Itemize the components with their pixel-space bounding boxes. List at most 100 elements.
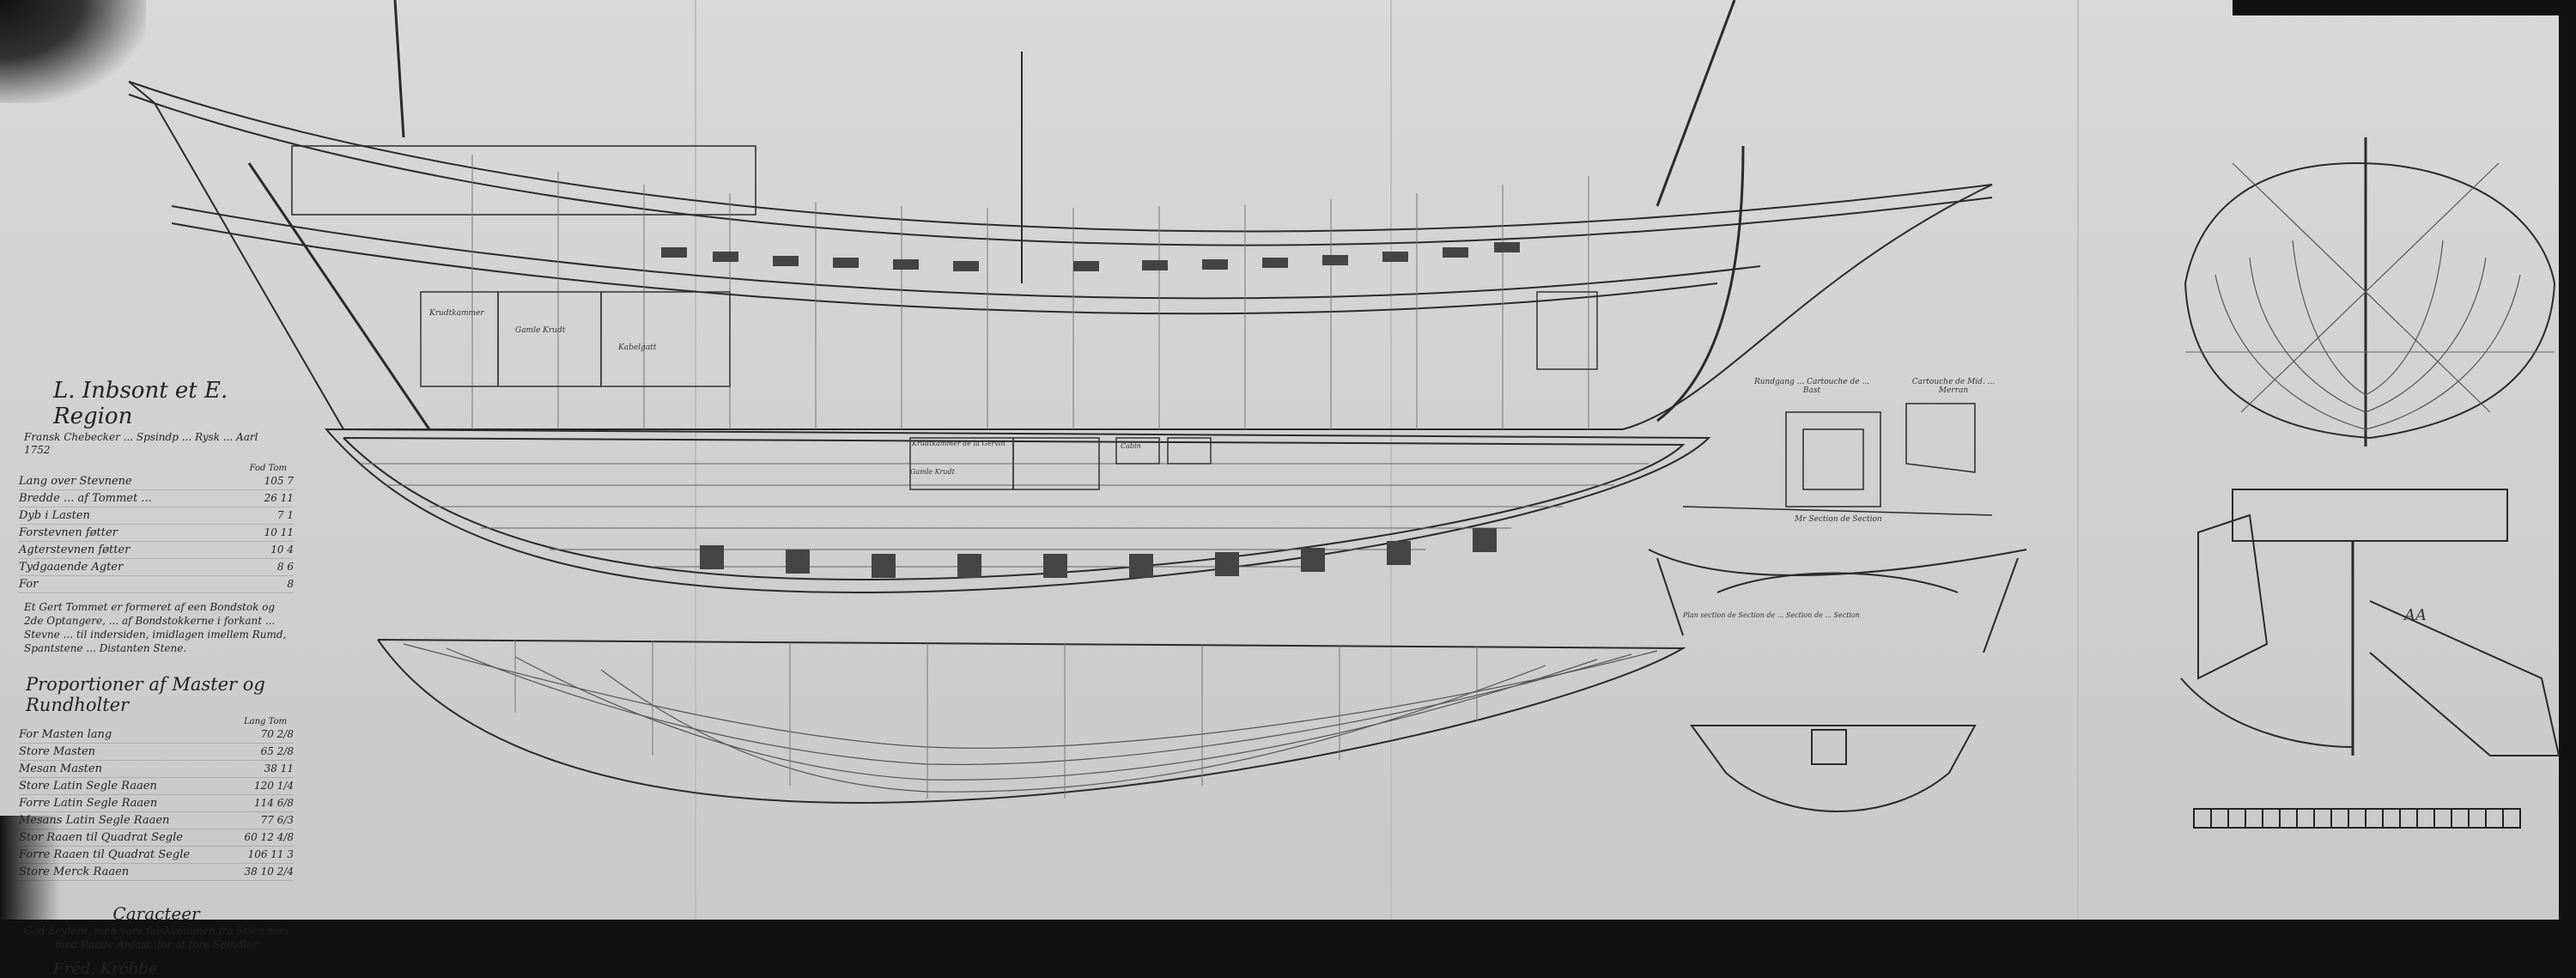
dimension-label: Forstevnen føtter	[19, 526, 118, 539]
mast-row: Forre Latin Segle Raaen 114 6/8	[19, 795, 294, 812]
mast-row: Mesan Masten 38 11	[19, 761, 294, 778]
dimension-label: Bredde ... af Tommet ...	[19, 492, 152, 505]
mast-row: Store Latin Segle Raaen 120 1/4	[19, 778, 294, 795]
quarterdeck-rail	[291, 145, 756, 216]
profile-gunports	[661, 242, 1520, 271]
mast-label: Forre Latin Segle Raaen	[19, 797, 158, 810]
deck-plan-view	[324, 428, 1711, 594]
hold-label-powder: Krudtkammer	[429, 309, 484, 318]
stern-view	[2180, 489, 2561, 756]
mast-value: 77 6/3	[260, 814, 294, 826]
dimension-value: 26 11	[264, 492, 294, 504]
detail-title-capstan: Rundgang ... Cartouche de ... Bast	[1753, 378, 1870, 395]
deck-planking	[361, 463, 1649, 568]
mast-value: 65 2/8	[260, 745, 294, 757]
mast-label: Store Masten	[19, 745, 96, 758]
profile-rail-line	[128, 94, 1993, 246]
mast-row: Stor Raaen til Quadrat Segle 60 12 4/8	[19, 829, 294, 847]
mast-value: 70 2/8	[260, 728, 294, 740]
dimension-label: Dyb i Lasten	[19, 509, 90, 522]
body-plan-view	[2184, 137, 2556, 446]
deck-label-powder: Krudtkammer de la Gervin	[912, 440, 1005, 447]
dimension-value: 105 7	[264, 475, 294, 487]
deck-label-cabin: Cabin	[1121, 442, 1141, 450]
mast-label: Forre Raaen til Quadrat Segle	[19, 848, 191, 861]
profile-wale-line-2	[171, 222, 1718, 315]
mast-row: Store Merck Raaen 38 10 2/4	[19, 864, 294, 881]
half-breadth-view	[377, 639, 1686, 805]
scale-bar	[2193, 808, 2521, 829]
scan-shadow-top-left	[0, 0, 146, 103]
dimension-row: Agterstevnen føtter 10 4	[19, 542, 294, 559]
mast-row: Forre Raaen til Quadrat Segle 106 11 3	[19, 847, 294, 864]
mast-proportions-title: Proportioner af Master og Rundholter	[26, 674, 265, 715]
mast-value: 106 11 3	[247, 848, 294, 860]
body-plan-frames	[2215, 162, 2521, 430]
profile-wale-line	[171, 205, 1761, 300]
mast-label: Stor Raaen til Quadrat Segle	[19, 831, 183, 844]
deck-plan-inner	[343, 437, 1686, 581]
dimension-value: 10 11	[264, 526, 294, 538]
dimension-value: 10 4	[270, 544, 294, 556]
capstan-detail	[1682, 411, 1993, 516]
profile-sheer-line	[128, 81, 1993, 233]
scan-shadow-bottom-left	[0, 816, 60, 920]
dimension-label: Lang over Stevnene	[19, 475, 132, 488]
half-breadth-outline	[377, 639, 1686, 805]
dimension-row: Lang over Stevnene 105 7	[19, 473, 294, 490]
mast-label: Store Latin Segle Raaen	[19, 780, 157, 793]
scan-border-right	[2559, 0, 2576, 920]
scan-border-top-right	[2233, 0, 2559, 15]
legend-note: Et Gert Tommet er formeret af een Bondst…	[24, 601, 287, 654]
mast-row: Store Masten 65 2/8	[19, 744, 294, 761]
dimension-row: Forstevnen føtter 10 11	[19, 525, 294, 542]
deck-label-old-powder: Gamle Krudt	[910, 468, 955, 476]
midship-section-lower	[1690, 725, 1977, 812]
deck-rooms	[909, 437, 1212, 490]
section-caption-lower: Plan section de Section de ... Section d…	[1683, 611, 1860, 619]
dimension-row: Tydgaaende Agter 8 6	[19, 559, 294, 576]
legend-subtitle: Fransk Chebecker ... Spsindp ... Rysk ..…	[24, 431, 258, 456]
mast-value: 38 11	[264, 762, 294, 775]
mast-value: 120 1/4	[253, 780, 294, 792]
legend-title: L. Inbsont et E. Region	[53, 378, 228, 429]
mast-value: 38 10 2/4	[244, 866, 294, 878]
deck-plan-outline	[324, 428, 1711, 594]
dimension-label: For	[19, 578, 39, 591]
section-caption-upper: Mr Section de Section	[1795, 515, 1882, 524]
mast-label: For Masten lang	[19, 728, 112, 741]
dimension-value: 8 6	[276, 561, 294, 573]
dimension-row: Bredde ... af Tommet ... 26 11	[19, 490, 294, 507]
legend-dims-header: Fod Tom	[249, 464, 287, 473]
fore-mast	[1656, 0, 1736, 207]
hold-compartments	[420, 291, 1598, 387]
detail-title-bitts: Cartouche de Mid. ... Merran	[1911, 378, 1996, 395]
mast-value: 60 12 4/8	[244, 831, 294, 843]
mast-row: For Masten lang 70 2/8	[19, 726, 294, 744]
mast-label: Mesans Latin Segle Raaen	[19, 814, 170, 827]
hold-label-cable: Kabelgatt	[618, 343, 657, 352]
bitts-detail	[1905, 403, 1976, 473]
legend-table: L. Inbsont et E. Region Fransk Chebecker…	[19, 378, 294, 978]
dimension-label: Agterstevnen føtter	[19, 544, 131, 556]
mast-label: Store Merck Raaen	[19, 866, 130, 878]
character-title: Caracteer	[112, 903, 200, 924]
mizzen-mast	[393, 0, 405, 138]
midship-section-upper	[1648, 549, 2027, 653]
mast-row: Mesans Latin Segle Raaen 77 6/3	[19, 812, 294, 829]
dimension-value: 8	[287, 578, 294, 590]
signature: Fréd. Kröbbe	[53, 960, 158, 978]
mast-label: Mesan Masten	[19, 762, 102, 775]
paper-folds	[695, 0, 2079, 920]
mast-value: 114 6/8	[253, 797, 294, 809]
dimension-row: For 8	[19, 576, 294, 593]
hold-label-old-powder: Gamle Krudt	[515, 326, 566, 335]
dimension-label: Tydgaaende Agter	[19, 561, 124, 574]
ship-plan-drawing	[128, 0, 2561, 920]
profile-stem-post	[1656, 145, 1745, 422]
profile-stern	[128, 81, 344, 430]
profile-stem	[1622, 184, 1993, 430]
profile-view	[128, 0, 1993, 430]
